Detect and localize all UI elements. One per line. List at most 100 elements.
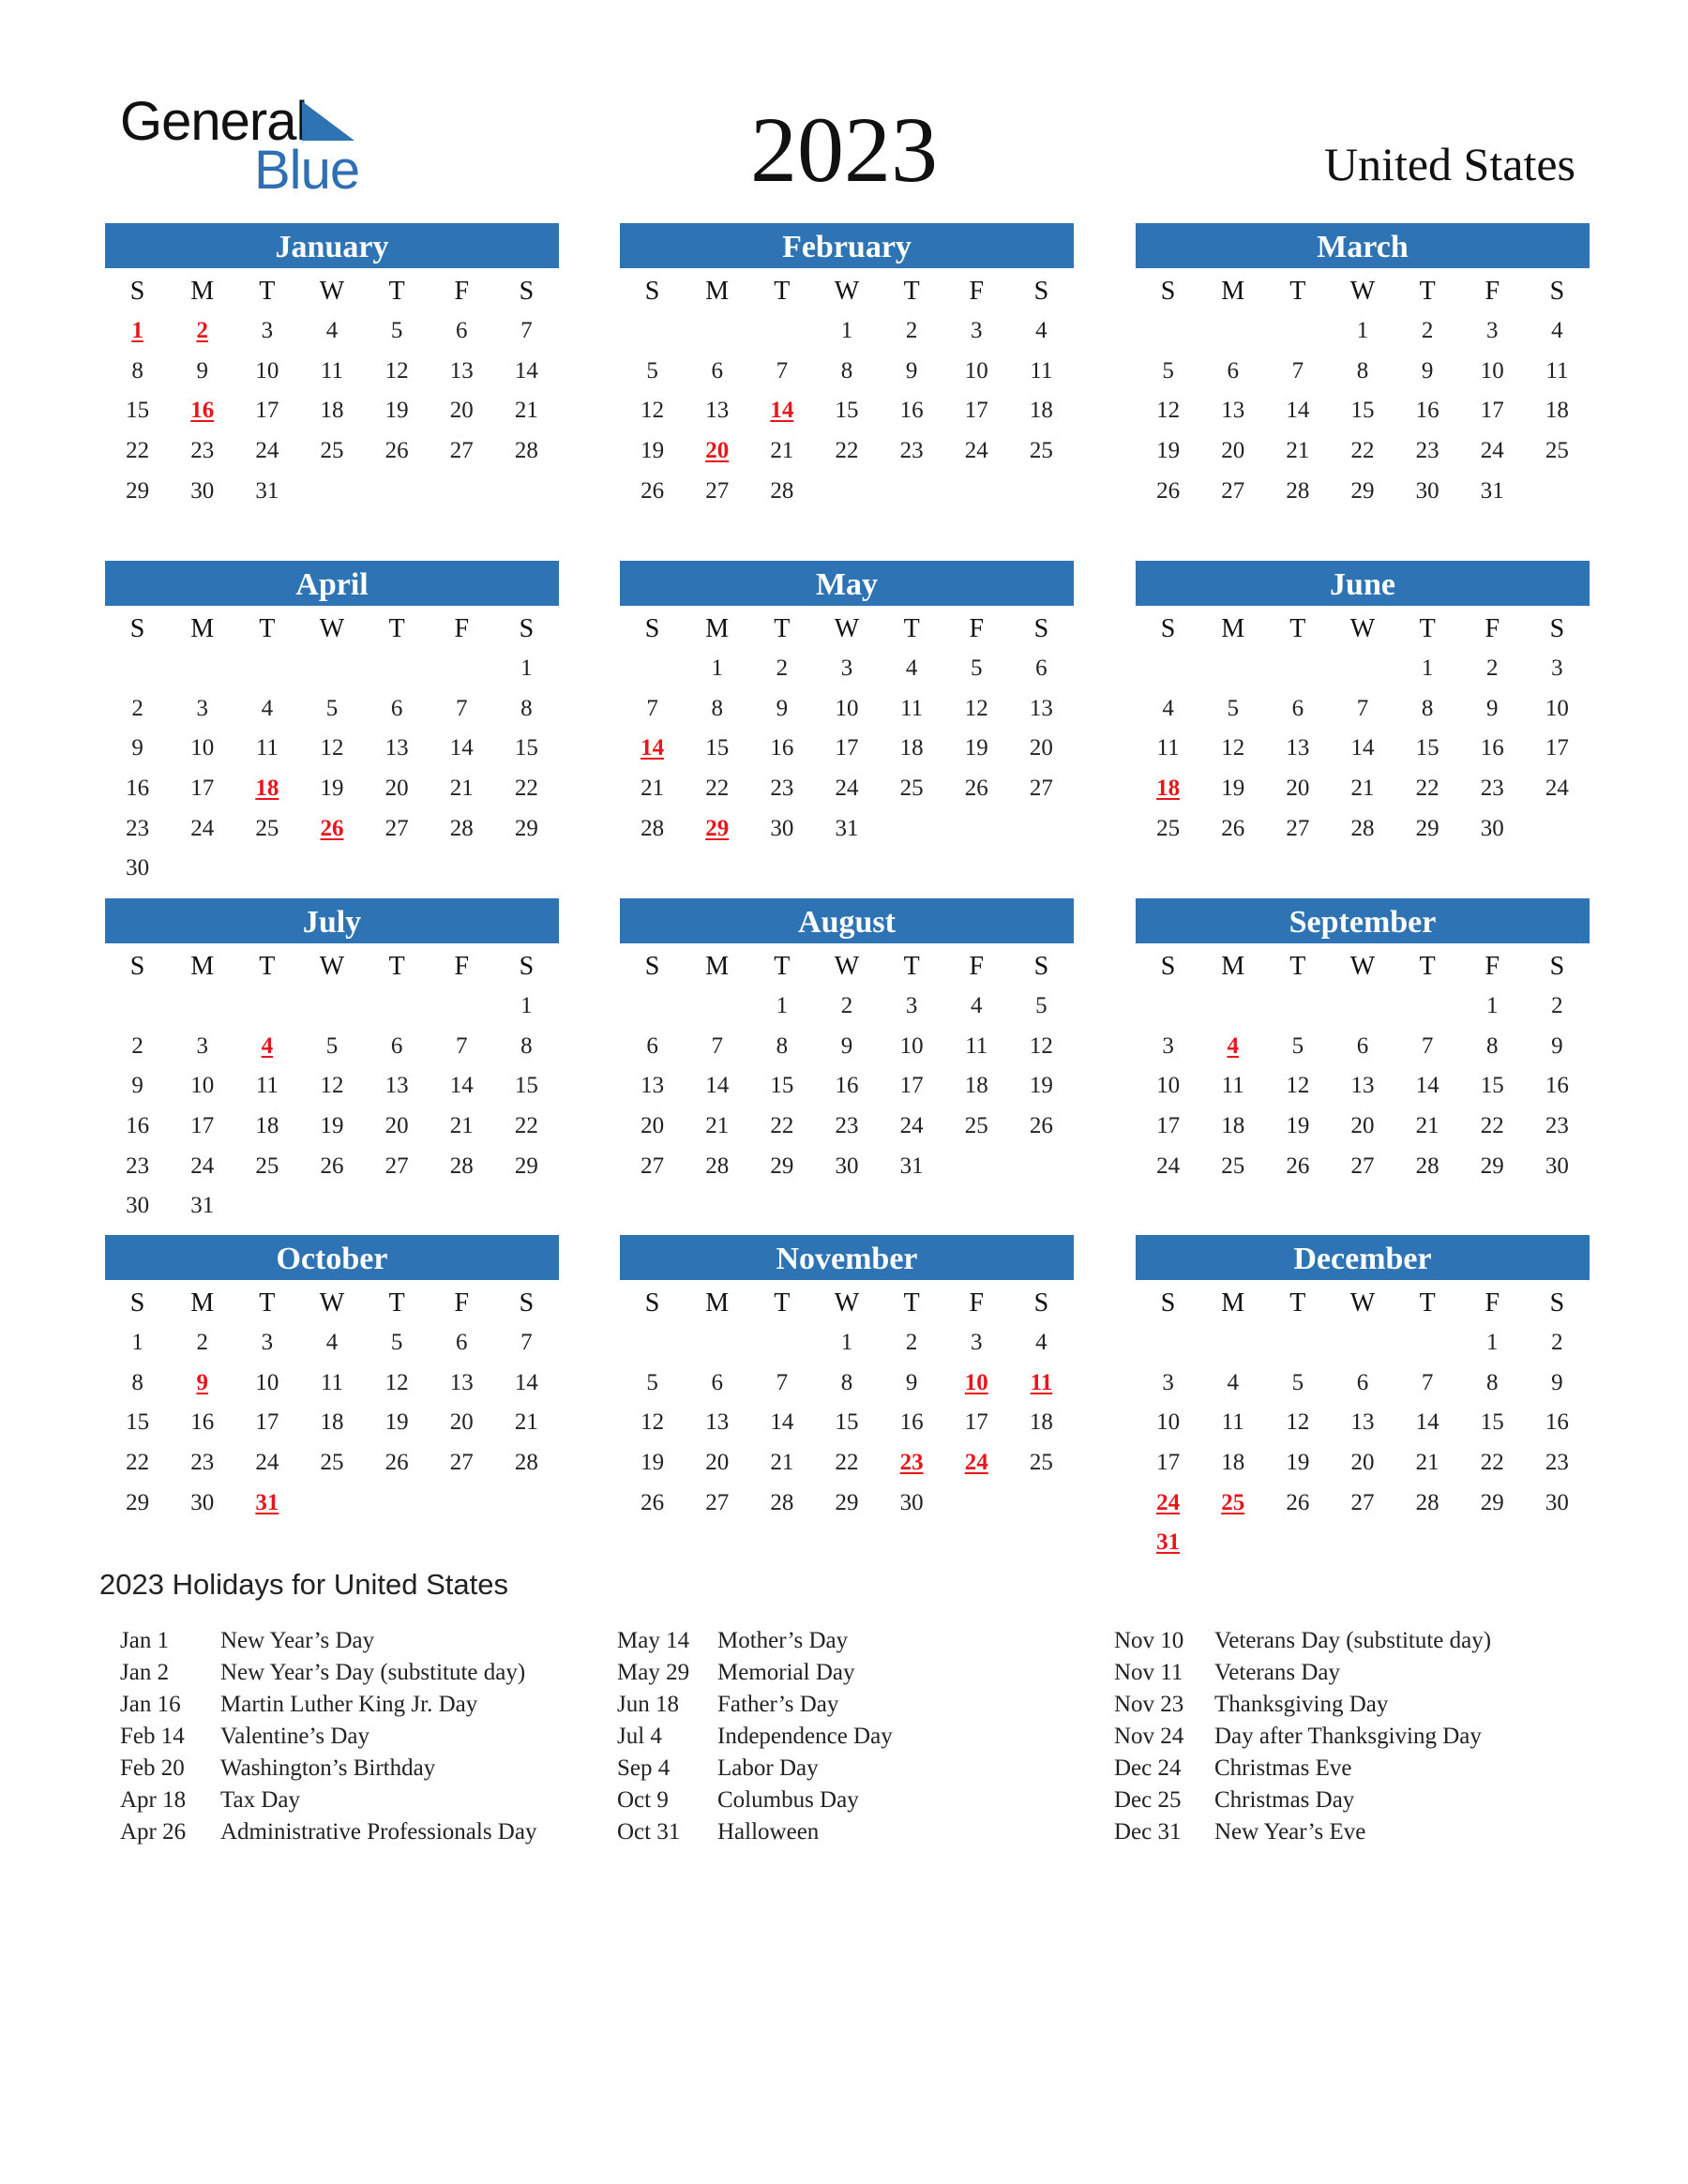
month-header: November xyxy=(620,1235,1074,1280)
day-cell: 18 xyxy=(1221,1113,1245,1139)
day-cell: 18 xyxy=(1029,398,1053,424)
weekday-label: T xyxy=(388,1288,405,1318)
day-cell: 25 xyxy=(255,1152,279,1179)
day-cell: 8 xyxy=(776,1032,789,1059)
day-cell: 26 xyxy=(384,438,409,464)
day-cell: 12 xyxy=(641,1409,665,1436)
day-cell: 11 xyxy=(1156,735,1180,761)
day-cell: 28 xyxy=(514,1450,538,1476)
day-cell: 12 xyxy=(964,695,988,721)
weekday-label: S xyxy=(519,277,535,306)
holiday-date: Oct 9 xyxy=(617,1787,669,1813)
day-cell: 7 xyxy=(520,318,533,343)
day-cell: 1 xyxy=(131,1330,143,1355)
weekday-label: S xyxy=(1160,614,1176,643)
month-header: June xyxy=(1136,561,1590,606)
weekday-label: W xyxy=(1349,277,1376,306)
day-cell: 24 xyxy=(255,438,279,464)
day-cell: 7 xyxy=(1421,1032,1434,1059)
holiday-day-cell: 23 xyxy=(899,1450,924,1476)
day-cell: 10 xyxy=(835,695,859,721)
day-cell: 17 xyxy=(899,1073,924,1099)
day-cell: 27 xyxy=(705,477,730,504)
day-cell: 8 xyxy=(840,357,853,384)
weekday-label: T xyxy=(388,277,405,306)
weekday-label: W xyxy=(834,614,860,643)
day-cell: 27 xyxy=(1350,1489,1375,1515)
holiday-day-cell: 24 xyxy=(964,1450,988,1476)
day-cell: 1 xyxy=(1486,1330,1499,1355)
weekday-label: M xyxy=(190,952,215,981)
day-cell: 19 xyxy=(641,1450,665,1476)
day-cell: 2 xyxy=(905,1330,918,1355)
day-cell: 15 xyxy=(770,1073,794,1099)
day-cell: 21 xyxy=(1286,438,1310,464)
holiday-date: Feb 14 xyxy=(120,1724,185,1749)
day-cell: 30 xyxy=(190,477,215,504)
weekday-label: S xyxy=(1549,952,1565,981)
weekday-label: M xyxy=(190,277,215,306)
weekday-label: M xyxy=(705,1288,730,1318)
weekday-label: F xyxy=(454,277,470,306)
day-cell: 30 xyxy=(770,815,794,841)
month-header: March xyxy=(1136,223,1590,268)
day-cell: 14 xyxy=(1415,1409,1439,1436)
day-cell: 23 xyxy=(1545,1450,1569,1476)
day-cell: 6 xyxy=(456,1330,468,1355)
day-cell: 21 xyxy=(641,776,665,802)
weekday-label: T xyxy=(388,614,405,643)
day-cell: 18 xyxy=(899,735,924,761)
day-cell: 9 xyxy=(905,357,918,384)
day-cell: 15 xyxy=(1480,1409,1504,1436)
day-cell: 6 xyxy=(1356,1369,1369,1395)
day-cell: 30 xyxy=(1545,1152,1569,1179)
day-cell: 4 xyxy=(1551,318,1563,343)
holidays-title: 2023 Holidays for United States xyxy=(99,1568,508,1601)
weekday-label: W xyxy=(834,1288,860,1318)
day-cell: 13 xyxy=(705,398,730,424)
day-cell: 21 xyxy=(705,1113,730,1139)
holiday-name: Memorial Day xyxy=(717,1660,855,1685)
day-cell: 5 xyxy=(646,1369,658,1395)
day-cell: 4 xyxy=(1162,695,1174,721)
weekday-label: W xyxy=(319,277,345,306)
weekday-label: T xyxy=(903,277,920,306)
holiday-name: Tax Day xyxy=(220,1787,301,1813)
day-cell: 17 xyxy=(190,776,215,802)
day-cell: 2 xyxy=(131,1032,143,1059)
day-cell: 22 xyxy=(514,776,538,802)
holiday-name: Washington’s Birthday xyxy=(220,1755,436,1781)
day-cell: 14 xyxy=(1286,398,1310,424)
empty-cell xyxy=(430,649,494,689)
day-cell: 6 xyxy=(711,357,723,384)
day-cell: 9 xyxy=(1421,357,1434,384)
day-cell: 14 xyxy=(449,1073,474,1099)
day-cell: 12 xyxy=(641,398,665,424)
weekday-label: S xyxy=(519,952,535,981)
month-header: January xyxy=(105,223,559,268)
day-cell: 14 xyxy=(770,1409,794,1436)
day-cell: 7 xyxy=(776,357,789,384)
weekday-label: M xyxy=(1221,277,1245,306)
day-cell: 9 xyxy=(905,1369,918,1395)
empty-cell xyxy=(685,987,749,1027)
day-cell: 19 xyxy=(384,398,409,424)
month-header: May xyxy=(620,561,1074,606)
day-cell: 9 xyxy=(1486,695,1499,721)
weekday-label: T xyxy=(1289,1288,1306,1318)
day-cell: 7 xyxy=(776,1369,789,1395)
empty-cell xyxy=(365,987,430,1027)
empty-cell xyxy=(1200,311,1265,352)
day-cell: 4 xyxy=(325,318,339,343)
day-cell: 6 xyxy=(646,1032,658,1059)
day-cell: 16 xyxy=(1545,1073,1569,1099)
